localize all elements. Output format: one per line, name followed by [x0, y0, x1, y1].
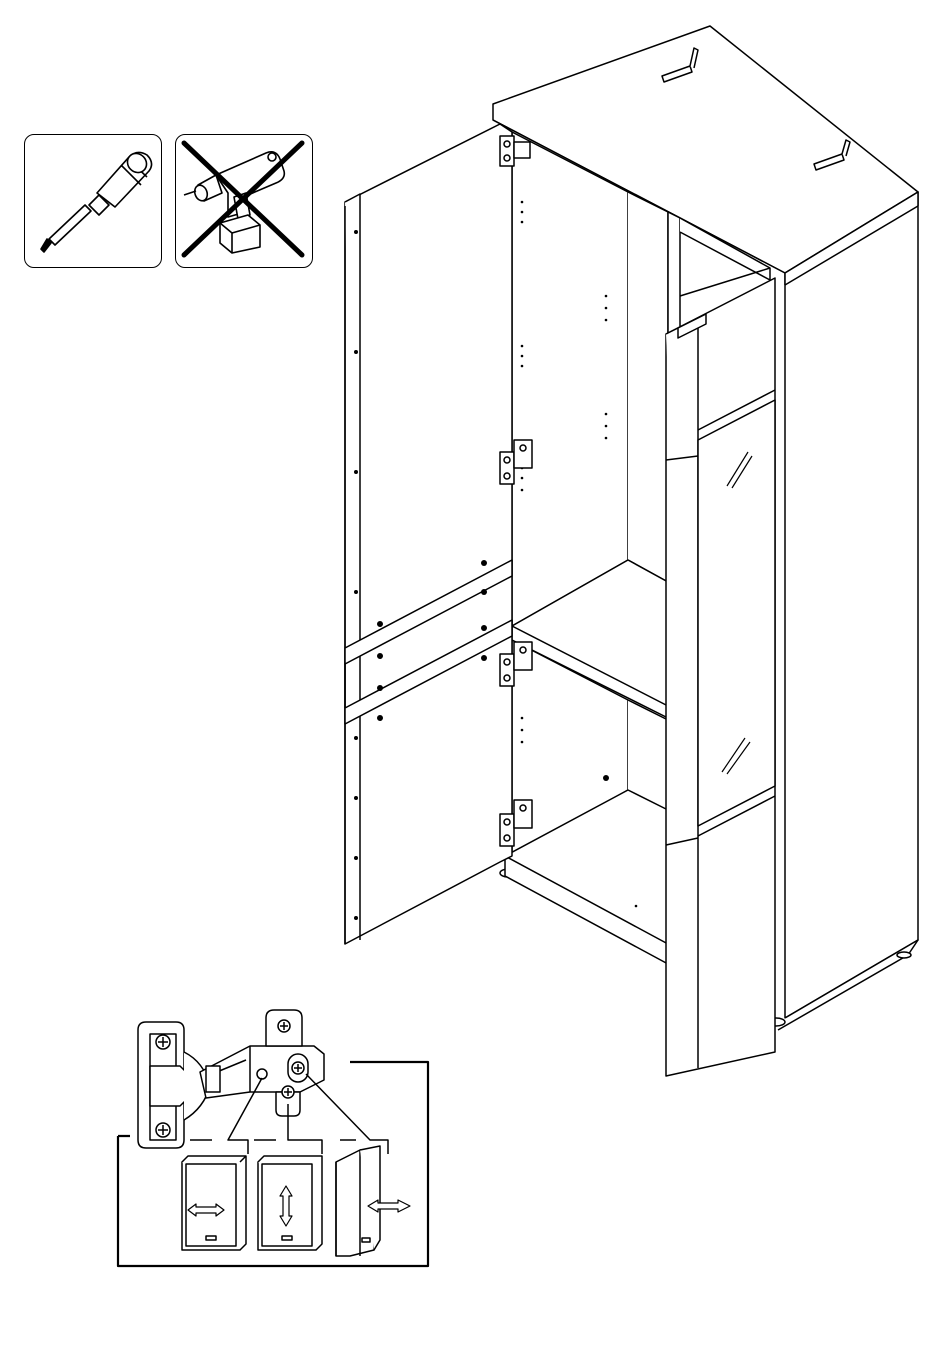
depth-arrow-icon: [368, 1200, 410, 1212]
glass-pane: [698, 400, 775, 826]
cabinet-interior-back-upper: [512, 132, 628, 626]
cover-screw: [257, 1069, 267, 1079]
cabinet-foot: [897, 952, 911, 958]
depth-adjust-box: [336, 1146, 410, 1256]
height-adjust-box: [258, 1156, 322, 1250]
cabinet-right-side: [785, 192, 918, 1018]
right-glass-door: [666, 278, 775, 1076]
hinge-adjustment-detail: [118, 1010, 428, 1266]
side-adjust-box: [182, 1156, 246, 1250]
